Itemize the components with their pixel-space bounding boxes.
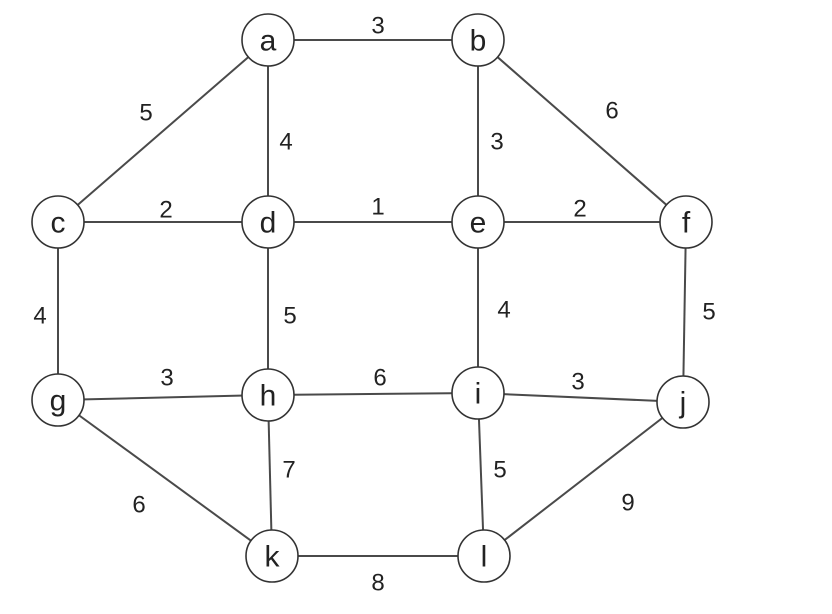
node-label-d: d [260, 207, 277, 240]
node-b: b [451, 13, 505, 67]
edge-f-j [682, 221, 687, 403]
node-label-l: l [481, 541, 488, 574]
edge-weight-a-d: 4 [279, 129, 292, 156]
edge-weight-e-i: 4 [497, 297, 510, 324]
node-label-i: i [475, 378, 482, 411]
edge-weight-a-c: 5 [139, 100, 152, 127]
node-d: d [241, 195, 295, 249]
edge-weight-c-g: 4 [33, 303, 46, 330]
node-circle-k [245, 529, 299, 583]
edge-weight-i-j: 3 [571, 369, 584, 396]
edge-weight-g-k: 6 [132, 492, 145, 519]
node-a: a [241, 13, 295, 67]
node-circle-i [451, 366, 505, 420]
node-label-k: k [265, 541, 281, 574]
edge-g-k [57, 399, 273, 557]
node-label-g: g [50, 385, 67, 418]
edge-weight-b-f: 6 [605, 98, 618, 125]
edge-a-c [57, 39, 269, 223]
edges-layer [57, 39, 687, 557]
node-c: c [31, 195, 85, 249]
edge-weight-e-f: 2 [573, 196, 586, 223]
node-g: g [31, 373, 85, 427]
edge-j-l [483, 401, 684, 557]
nodes-layer: a b c d e f g h i j k l [31, 13, 713, 583]
node-circle-l [457, 529, 511, 583]
node-label-j: j [679, 387, 687, 420]
edge-weight-h-k: 7 [282, 457, 295, 484]
node-circle-g [31, 373, 85, 427]
node-circle-c [31, 195, 85, 249]
node-label-c: c [51, 207, 66, 240]
edge-weights-layer: 3 5 4 3 6 2 1 2 4 5 4 5 3 6 3 6 7 5 9 8 [33, 13, 715, 597]
edge-h-k [267, 394, 273, 557]
node-l: l [457, 529, 511, 583]
node-h: h [241, 368, 295, 422]
node-circle-e [451, 195, 505, 249]
edge-weight-j-l: 9 [621, 490, 634, 517]
node-label-a: a [260, 25, 277, 58]
edge-i-l [477, 392, 485, 557]
node-circle-f [659, 195, 713, 249]
node-circle-j [656, 375, 710, 429]
edge-weight-k-l: 8 [371, 570, 384, 597]
node-i: i [451, 366, 505, 420]
node-label-b: b [470, 25, 487, 58]
node-j: j [656, 375, 710, 429]
edge-weight-h-i: 6 [373, 365, 386, 392]
edge-weight-c-d: 2 [159, 197, 172, 224]
edge-g-h [57, 394, 269, 401]
node-circle-h [241, 368, 295, 422]
node-label-h: h [260, 380, 277, 413]
edge-weight-d-e: 1 [371, 194, 384, 221]
edge-b-f [477, 39, 687, 223]
node-circle-a [241, 13, 295, 67]
node-label-f: f [682, 207, 691, 240]
edge-h-i [267, 392, 479, 396]
edge-weight-b-e: 3 [490, 129, 503, 156]
node-circle-d [241, 195, 295, 249]
node-k: k [245, 529, 299, 583]
node-circle-b [451, 13, 505, 67]
edge-weight-a-b: 3 [371, 13, 384, 40]
edge-weight-f-j: 5 [702, 299, 715, 326]
edge-weight-g-h: 3 [160, 365, 173, 392]
node-e: e [451, 195, 505, 249]
edge-i-j [477, 392, 684, 403]
node-f: f [659, 195, 713, 249]
edge-weight-d-h: 5 [283, 303, 296, 330]
node-label-e: e [470, 207, 487, 240]
edge-weight-i-l: 5 [493, 457, 506, 484]
